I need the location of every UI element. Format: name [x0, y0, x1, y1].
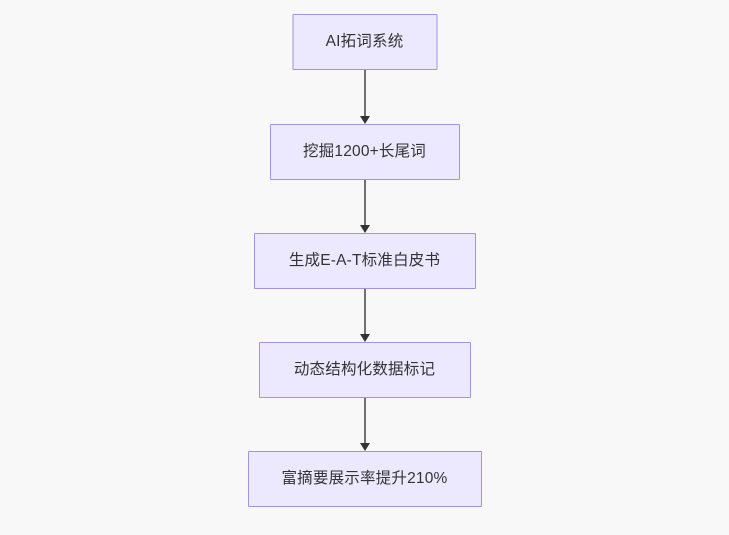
arrow-down-icon — [359, 334, 370, 342]
arrow-down-icon — [359, 225, 370, 233]
flow-node-mine-longtail-keywords[interactable]: 挖掘1200+长尾词 — [269, 124, 460, 180]
flow-node-label: 挖掘1200+长尾词 — [302, 143, 427, 161]
flow-edge-4 — [359, 398, 371, 451]
flow-edge-line — [363, 398, 366, 443]
flow-node-generate-eat-whitepaper[interactable]: 生成E-A-T标准白皮书 — [253, 233, 476, 289]
flow-node-dynamic-structured-data-markup[interactable]: 动态结构化数据标记 — [258, 342, 471, 398]
flow-edge-line — [363, 180, 366, 225]
flow-edge-line — [363, 70, 366, 116]
arrow-down-icon — [359, 116, 370, 124]
flow-edge-3 — [359, 289, 371, 342]
flow-node-ai-keyword-system[interactable]: AI拓词系统 — [292, 14, 437, 70]
arrow-down-icon — [359, 443, 370, 451]
flow-edge-2 — [359, 180, 371, 233]
flow-node-label: AI拓词系统 — [325, 33, 404, 51]
flow-node-label: 动态结构化数据标记 — [293, 361, 436, 379]
flow-edge-line — [363, 289, 366, 334]
flow-edge-1 — [359, 70, 371, 124]
flow-node-rich-snippet-impression-lift[interactable]: 富摘要展示率提升210% — [247, 451, 482, 507]
flow-node-label: 生成E-A-T标准白皮书 — [288, 252, 441, 270]
flow-node-label: 富摘要展示率提升210% — [281, 470, 448, 488]
